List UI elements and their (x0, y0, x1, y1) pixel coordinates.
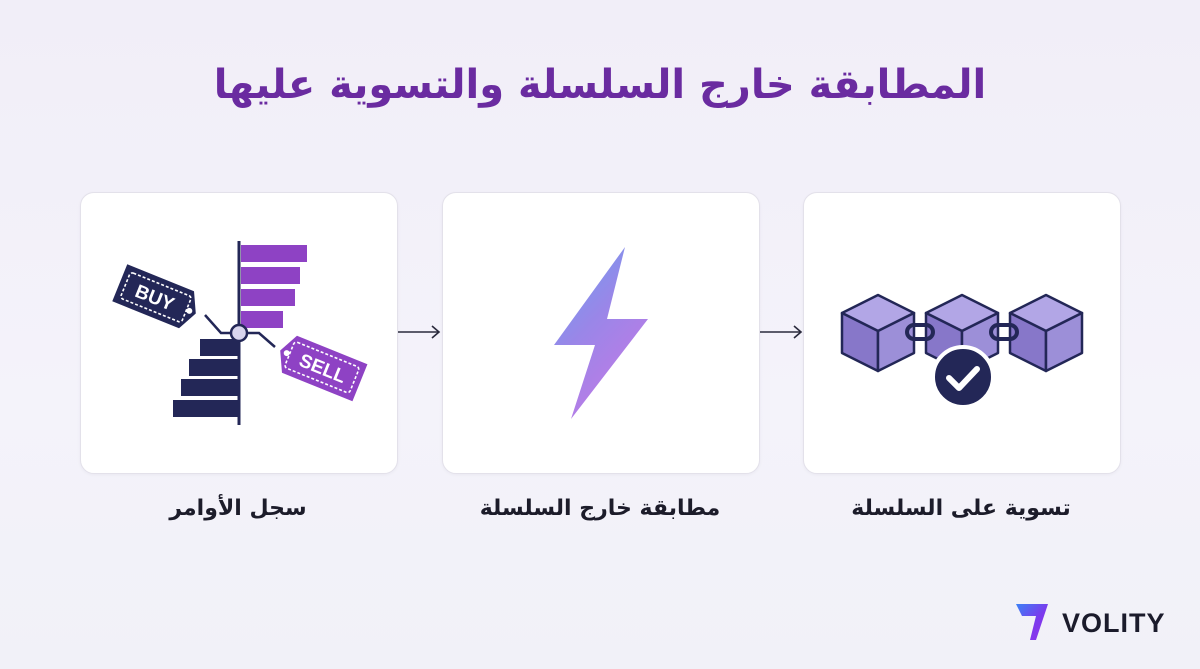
arrow-right-icon (398, 325, 441, 339)
step-label-on-chain-settlement: تسوية على السلسلة (851, 496, 1071, 521)
order-book-card: BUY SELL (80, 192, 398, 474)
brand-name: VOLITY (1062, 608, 1166, 638)
diagram-title: المطابقة خارج السلسلة والتسوية عليها (213, 62, 987, 108)
buy-tag: BUY (112, 264, 196, 329)
check-circle-icon (931, 345, 995, 409)
off-chain-matching-card (442, 192, 760, 474)
sell-bar (241, 289, 295, 306)
buy-bar (181, 379, 239, 396)
cube-icon (1008, 293, 1084, 373)
buy-bar (173, 400, 239, 417)
step-label-off-chain-matching: مطابقة خارج السلسلة (479, 496, 721, 521)
arrow-right-icon (760, 325, 803, 339)
chain-link-icon (905, 323, 935, 341)
sell-bar (241, 267, 300, 284)
on-chain-settlement-card (803, 192, 1121, 474)
sell-bar (241, 245, 307, 262)
buy-bar (200, 339, 239, 356)
volity-logo-icon (1016, 604, 1048, 640)
cube-icon (840, 293, 916, 373)
sell-bar (241, 311, 283, 328)
lightning-bolt-icon (554, 247, 648, 419)
volity-logo: VOLITY (1014, 600, 1184, 644)
step-label-order-book: سجل الأوامر (169, 496, 307, 521)
blockchain-check-icon (840, 293, 1084, 409)
chain-link-icon (989, 323, 1019, 341)
buy-bar (189, 359, 239, 376)
order-book-icon: BUY SELL (112, 241, 368, 425)
sell-tag: SELL (280, 335, 368, 402)
